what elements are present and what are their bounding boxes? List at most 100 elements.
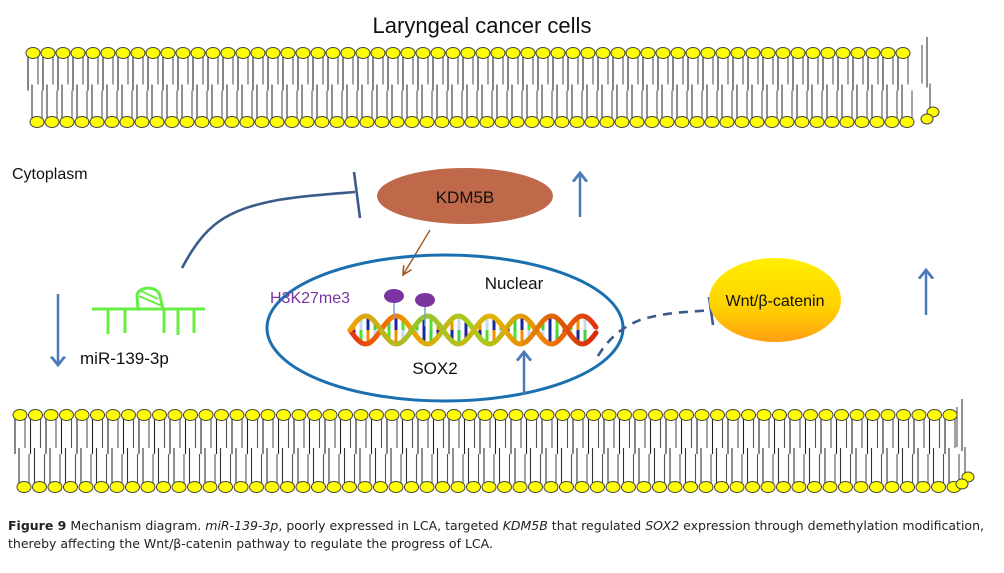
phospholipid-head-icon [772, 409, 787, 421]
mechanism-diagram: Laryngeal cancer cells Cytoplasm KDM5B N… [12, 13, 975, 493]
phospholipid-head-icon [614, 116, 630, 128]
phospholipid-head-icon [524, 409, 539, 421]
phospholipid-head-icon [264, 481, 280, 493]
phospholipid-head-icon [824, 116, 840, 128]
phospholipid-head-icon [134, 116, 150, 128]
phospholipid-head-icon [689, 116, 705, 128]
phospholipid-head-icon [44, 116, 60, 128]
phospholipid-head-icon [214, 409, 229, 421]
phospholipid-head-icon [466, 481, 481, 493]
phospholipid-head-icon [475, 47, 491, 59]
phospholipid-head-icon [104, 116, 120, 128]
phospholipid-head-icon [679, 409, 694, 421]
phospholipid-head-icon [202, 481, 218, 493]
phospholipid-head-icon [779, 116, 795, 128]
figure-caption: Figure 9 Mechanism diagram. miR-139-3p, … [8, 517, 998, 553]
phospholipid-head-icon [880, 409, 896, 421]
phospholipid-head-icon [820, 47, 836, 59]
phospholipid-head-icon [569, 116, 585, 128]
phospholipid-head-icon [636, 481, 652, 493]
phospholipid-head-icon [539, 409, 555, 421]
phospholipid-head-icon [385, 47, 401, 59]
phospholipid-head-icon [121, 409, 136, 421]
phospholipid-head-icon [570, 409, 586, 421]
cytoplasm-label: Cytoplasm [12, 166, 88, 183]
wnt-label: Wnt/β-catenin [725, 293, 824, 310]
phospholipid-head-icon [942, 409, 958, 421]
phospholipid-head-icon [369, 409, 384, 421]
phospholipid-head-icon [464, 116, 480, 128]
phospholipid-head-icon [310, 47, 326, 59]
phospholipid-head-icon [479, 116, 495, 128]
phospholipid-head-icon [790, 47, 806, 59]
phospholipid-head-icon [55, 47, 71, 59]
phospholipid-head-icon [164, 116, 180, 128]
phospholipid-head-icon [85, 47, 101, 59]
phospholipid-head-icon [175, 47, 191, 59]
phospholipid-head-icon [119, 116, 135, 128]
phospholipid-head-icon [663, 409, 679, 421]
phospholipid-head-icon [89, 116, 105, 128]
phospholipid-head-icon [145, 47, 161, 59]
phospholipid-head-icon [419, 481, 435, 493]
phospholipid-head-icon [741, 409, 756, 421]
phospholipid-head-icon [710, 409, 725, 421]
phospholipid-head-icon [209, 116, 225, 128]
phospholipid-head-icon [674, 116, 690, 128]
phospholipid-head-icon [446, 409, 462, 421]
phospholipid-head-icon [160, 47, 176, 59]
phospholipid-head-icon [59, 116, 75, 128]
phospholipid-head-icon [524, 116, 540, 128]
phospholipid-head-icon [559, 481, 574, 493]
phospholipid-head-icon [435, 481, 450, 493]
cell-membrane-bottom [12, 399, 975, 493]
phospholipid-head-icon [462, 409, 477, 421]
phospholipid-head-icon [311, 481, 326, 493]
phospholipid-head-icon [109, 481, 125, 493]
phospholipid-head-icon [384, 409, 400, 421]
cell-membrane-top [25, 37, 940, 128]
phospholipid-head-icon [586, 409, 601, 421]
phospholipid-head-icon [307, 409, 322, 421]
phospholipid-head-icon [853, 481, 869, 493]
phospholipid-head-icon [730, 47, 746, 59]
phospholipid-head-icon [326, 481, 342, 493]
phospholipid-head-icon [404, 116, 420, 128]
phospholipid-head-icon [450, 481, 466, 493]
phospholipid-head-icon [224, 116, 240, 128]
phospholipid-head-icon [715, 47, 731, 59]
phospholipid-head-icon [497, 481, 512, 493]
phospholipid-head-icon [931, 481, 946, 493]
phospholipid-head-icon [374, 116, 390, 128]
phospholipid-head-icon [865, 409, 880, 421]
phospholipid-head-icon [12, 409, 28, 421]
phospholipid-head-icon [590, 481, 605, 493]
phospholipid-head-icon [505, 47, 521, 59]
phospholipid-head-icon [171, 481, 187, 493]
phospholipid-head-icon [648, 409, 663, 421]
phospholipid-head-icon [229, 409, 245, 421]
phospholipid-head-icon [617, 409, 632, 421]
diagram-title: Laryngeal cancer cells [373, 13, 592, 38]
phospholipid-head-icon [460, 47, 476, 59]
phospholipid-head-icon [698, 481, 714, 493]
phospholipid-head-icon [16, 481, 32, 493]
phospholipid-head-icon [734, 116, 750, 128]
phospholipid-head-icon [621, 481, 636, 493]
phospholipid-head-icon [115, 47, 131, 59]
phospholipid-head-icon [40, 47, 56, 59]
phospholipid-head-icon [644, 116, 660, 128]
phospholipid-head-icon [280, 481, 295, 493]
phospholipid-head-icon [220, 47, 236, 59]
phospholipid-head-icon [340, 47, 356, 59]
phospholipid-head-icon [756, 409, 772, 421]
phospholipid-head-icon [325, 47, 341, 59]
phospholipid-head-icon [353, 409, 369, 421]
phospholipid-head-icon [291, 409, 307, 421]
dashed-edge-sox2-wnt [596, 308, 713, 357]
phospholipid-head-icon [900, 481, 915, 493]
phospholipid-head-icon [400, 47, 416, 59]
phospholipid-head-icon [295, 47, 311, 59]
methyl-group-icon [415, 293, 435, 307]
phospholipid-head-icon [167, 409, 183, 421]
